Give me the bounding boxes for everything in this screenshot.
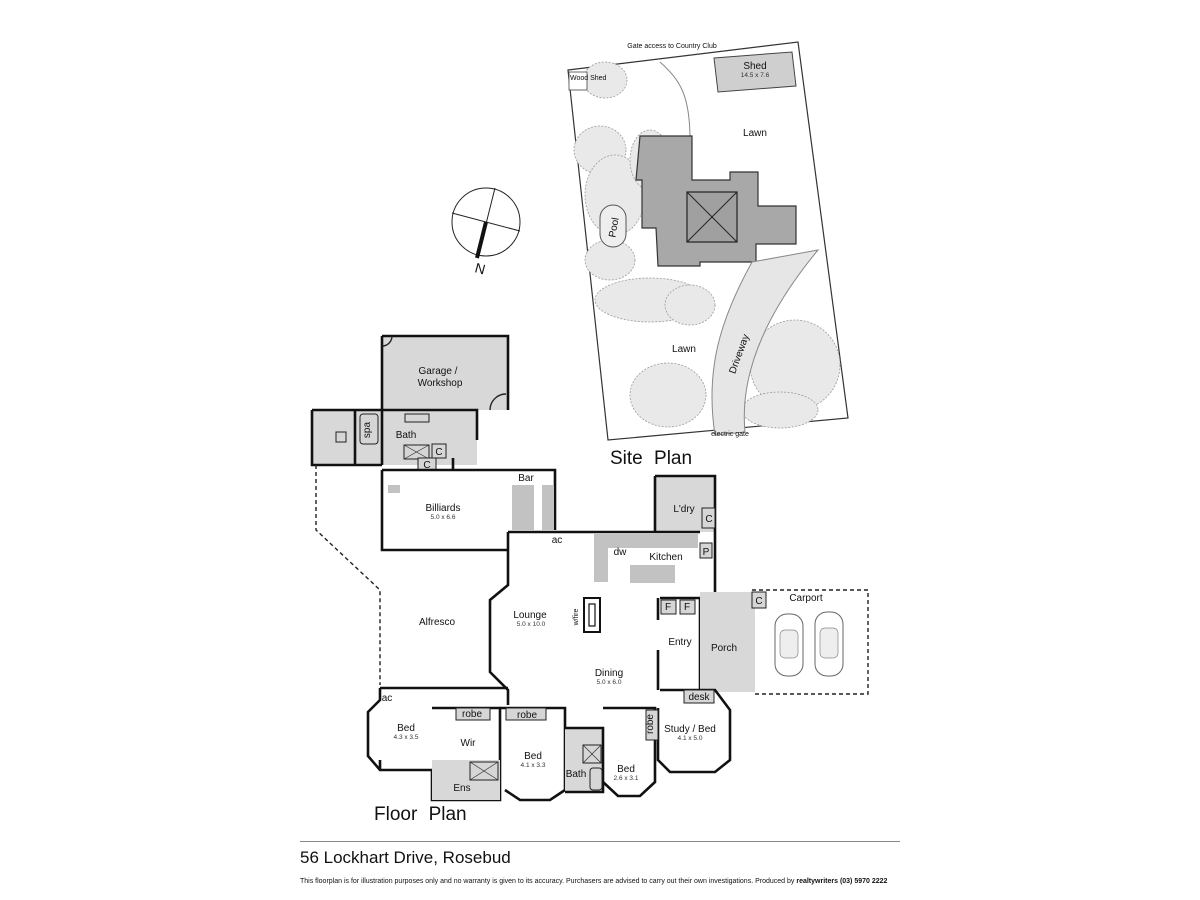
disclaimer: This floorplan is for illustration purpo… <box>300 878 887 885</box>
robe-3 <box>645 709 659 741</box>
spa-label: spa <box>362 422 373 439</box>
site-shed-dims: 14.5 x 7.6 <box>741 72 770 79</box>
billiards-label: Billiards <box>425 503 460 514</box>
study-dims: 4.1 x 5.0 <box>678 735 703 742</box>
bed2-label: Bed <box>524 751 542 762</box>
billiards-cue-rack <box>388 485 400 493</box>
site-pool-label: Pool <box>607 217 621 239</box>
car-icon-1 <box>774 613 804 677</box>
pool-shape <box>599 204 627 248</box>
disclaimer-text: This floorplan is for illustration purpo… <box>300 878 795 885</box>
bed2-dims: 4.1 x 3.3 <box>521 762 546 769</box>
site-plan-title: Site Plan <box>610 448 693 469</box>
pantry-p-label: P <box>703 547 710 558</box>
site-electric-gate-label: electric gate <box>711 431 749 438</box>
site-shed-label: Shed <box>743 61 766 72</box>
entry-label: Entry <box>668 637 691 648</box>
wood-shed-shape <box>568 71 588 91</box>
spa-tub <box>359 413 379 445</box>
entry-cupboard-f2 <box>679 599 696 615</box>
property-address: 56 Lockhart Drive, Rosebud <box>300 848 511 867</box>
dining-dims: 5.0 x 6.0 <box>597 679 622 686</box>
kitchen-island <box>630 565 675 583</box>
desk <box>683 689 715 704</box>
kitchen-left-bench <box>594 534 608 582</box>
ac-bottom-label: ac <box>382 693 393 704</box>
robe3-label: robe <box>645 714 656 734</box>
floor-plan-title: Floor Plan <box>374 804 467 825</box>
robe-2 <box>505 707 547 721</box>
bar-label: Bar <box>518 473 534 484</box>
carport-cupboard-c <box>751 591 767 609</box>
vegetation <box>573 61 841 429</box>
site-plan: Gate access to Country Club Wood Shed Sh… <box>567 41 849 441</box>
bath-cupboard-c <box>431 443 447 459</box>
study-label: Study / Bed <box>664 724 716 735</box>
garage-area <box>382 336 508 410</box>
garage-label-line2: Workshop <box>418 378 463 389</box>
site-gate-label: Gate access to Country Club <box>627 43 717 50</box>
kitchen-label: Kitchen <box>649 552 682 563</box>
ac-top-label: ac <box>552 535 563 546</box>
bath-c-label: C <box>435 447 442 458</box>
site-lawn-bottom-label: Lawn <box>672 344 696 355</box>
lounge-dims: 5.0 x 10.0 <box>517 621 546 628</box>
laundry-label: L'dry <box>673 504 694 515</box>
porch-area <box>700 592 755 692</box>
carport-c-label: C <box>755 596 762 607</box>
bath-top-label: Bath <box>396 430 417 441</box>
floor-plan: Garage / Workshop spa Bath C C Bar Billi… <box>310 334 869 802</box>
entry-cupboard-f1 <box>660 599 677 615</box>
bed1-dims: 4.3 x 3.5 <box>394 734 419 741</box>
billiards-dims: 5.0 x 6.6 <box>431 514 456 521</box>
alfresco-boundary <box>315 465 381 685</box>
carport-label: Carport <box>789 593 823 604</box>
brand-phone: (03) 5970 2222 <box>839 878 888 885</box>
bar-back-counter <box>542 485 554 530</box>
bar-counter <box>512 485 534 530</box>
bed3-dims: 2.6 x 3.1 <box>614 775 639 782</box>
compass: N <box>451 187 521 278</box>
footer-divider <box>300 841 900 842</box>
bed3-label: Bed <box>617 764 635 775</box>
bath-bottom-label: Bath <box>566 769 587 780</box>
hall-c-label: C <box>423 460 430 471</box>
wir-label: Wir <box>461 738 477 749</box>
site-lawn-top-label: Lawn <box>743 128 767 139</box>
garage-label-line1: Garage / <box>419 366 458 377</box>
site-wood-shed-label: Wood Shed <box>570 75 607 82</box>
gate-path <box>659 61 691 141</box>
bath-vanity <box>404 413 430 423</box>
bed1-label: Bed <box>397 723 415 734</box>
dw-label: dw <box>614 547 628 558</box>
dining-label: Dining <box>595 668 623 679</box>
bath-toilet <box>335 431 347 443</box>
laundry-cupboard-c <box>701 507 716 529</box>
porch-label: Porch <box>711 643 737 654</box>
lounge-label: Lounge <box>513 610 547 621</box>
car-icon-2 <box>814 611 844 677</box>
shed-shape <box>713 51 797 93</box>
driveway-shape <box>711 249 820 436</box>
robe-1 <box>455 707 491 721</box>
compass-north-needle <box>475 221 488 259</box>
pantry-p <box>699 542 713 559</box>
f1-label: F <box>665 602 671 613</box>
desk-label: desk <box>688 692 710 703</box>
laundry-c-label: C <box>705 514 712 525</box>
bath-bottom-tub <box>589 767 603 791</box>
robe2-label: robe <box>517 710 537 721</box>
robe1-label: robe <box>462 709 482 720</box>
kitchen-back-bench <box>608 534 698 548</box>
compass-north-label: N <box>473 259 487 277</box>
f2-label: F <box>684 602 690 613</box>
wfire-label: w/fire <box>573 609 580 627</box>
brand-name: realtywriters <box>796 878 838 885</box>
ens-label: Ens <box>453 783 470 794</box>
alfresco-label: Alfresco <box>419 617 456 628</box>
